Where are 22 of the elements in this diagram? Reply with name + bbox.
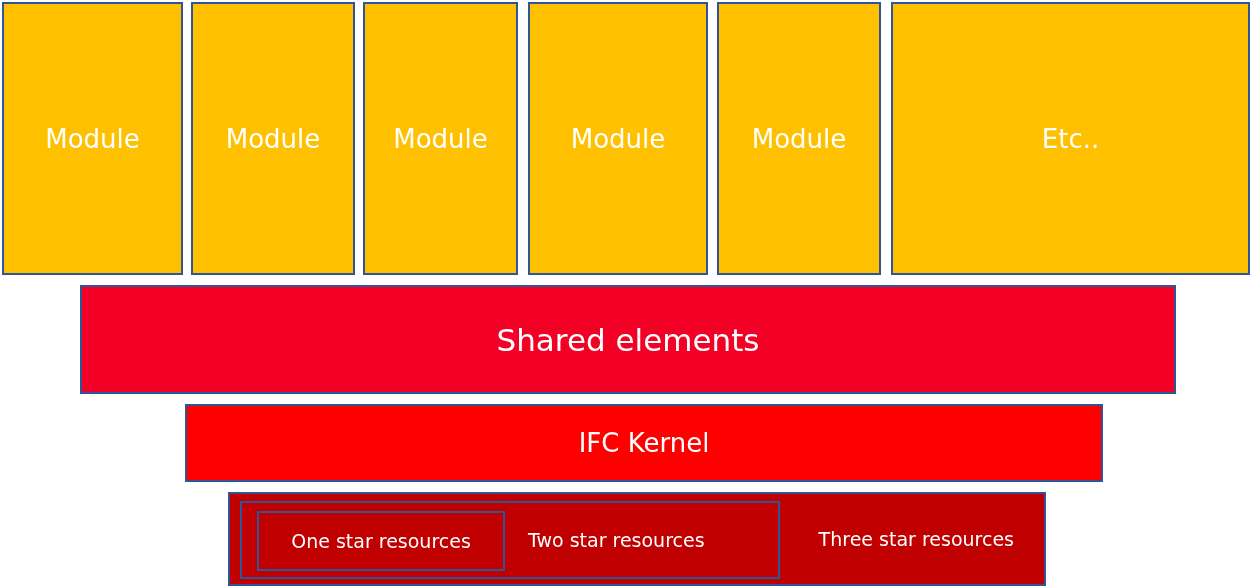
box-label: Two star resources [528, 529, 705, 551]
box-label: Module [751, 123, 847, 154]
layer-band [80, 285, 1176, 394]
module-block [891, 2, 1250, 275]
box-label: Shared elements [496, 321, 760, 358]
box-label: One star resources [291, 530, 471, 552]
resource-box [257, 511, 505, 571]
resource-box [228, 492, 1046, 586]
box-label: Module [393, 123, 488, 154]
module-block [191, 2, 355, 275]
box-label: Module [225, 123, 321, 154]
module-block [363, 2, 518, 275]
module-block [528, 2, 708, 275]
box-label: Module [570, 123, 666, 154]
box-label: Module [45, 123, 140, 154]
box-label: Etc.. [1041, 123, 1100, 154]
box-label: IFC Kernel [578, 428, 710, 458]
layer-band [185, 404, 1103, 482]
module-block [2, 2, 183, 275]
module-block [717, 2, 881, 275]
resource-box [240, 501, 780, 579]
box-label: Three star resources [818, 528, 1014, 550]
